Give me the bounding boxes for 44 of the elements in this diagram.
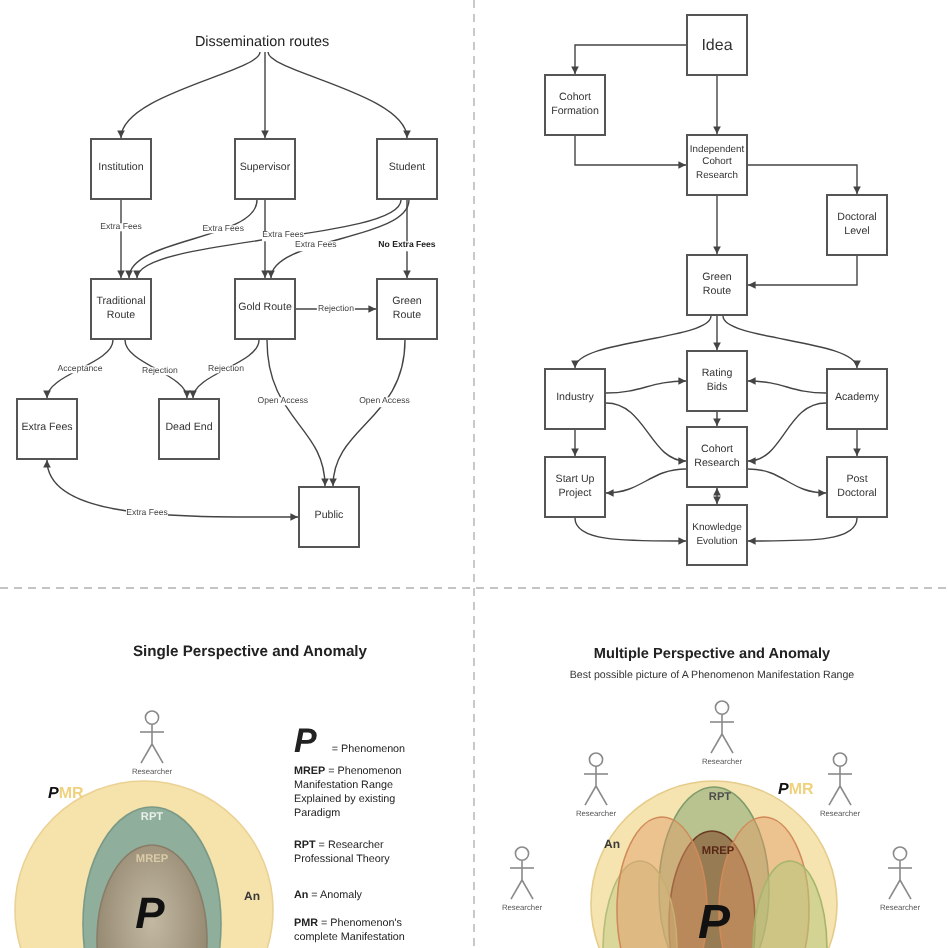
arrow <box>747 164 861 195</box>
arrow <box>267 51 409 139</box>
process-box: Idea <box>686 14 748 76</box>
arrow <box>330 339 406 487</box>
arrow <box>574 135 687 169</box>
arrow <box>747 468 827 497</box>
arrow <box>571 429 579 457</box>
region-label: P <box>698 900 730 948</box>
arrow <box>713 195 721 255</box>
arrow <box>605 377 687 394</box>
ellipse-region <box>752 860 828 948</box>
region-label: PMR <box>778 782 814 798</box>
arrow <box>713 487 721 505</box>
arrow <box>574 517 687 545</box>
arrow <box>605 402 687 464</box>
arrow <box>117 199 125 279</box>
arrow <box>266 339 329 487</box>
circle-region <box>14 780 274 948</box>
ellipse-region <box>96 844 208 948</box>
arrow <box>269 199 410 279</box>
arrow <box>574 315 712 369</box>
arrow <box>191 339 260 399</box>
arrow <box>124 339 190 399</box>
arrow <box>45 339 114 399</box>
arrow <box>722 315 858 369</box>
arrow <box>747 255 858 289</box>
ellipse-region <box>82 806 222 948</box>
arrow <box>747 517 858 545</box>
arrow <box>261 51 269 139</box>
arrow <box>136 199 402 279</box>
arrow <box>713 315 721 351</box>
arrow <box>119 51 261 139</box>
arrow <box>853 429 861 457</box>
region-label: P <box>135 892 165 936</box>
arrow <box>747 402 827 464</box>
arrow <box>747 377 827 394</box>
arrow <box>605 468 687 497</box>
arrow <box>261 199 269 279</box>
region-label: PMR <box>48 786 84 802</box>
arrow <box>713 411 721 427</box>
arrow <box>571 44 687 75</box>
arrow <box>403 199 411 279</box>
arrow <box>713 75 721 135</box>
arrow <box>127 199 258 279</box>
